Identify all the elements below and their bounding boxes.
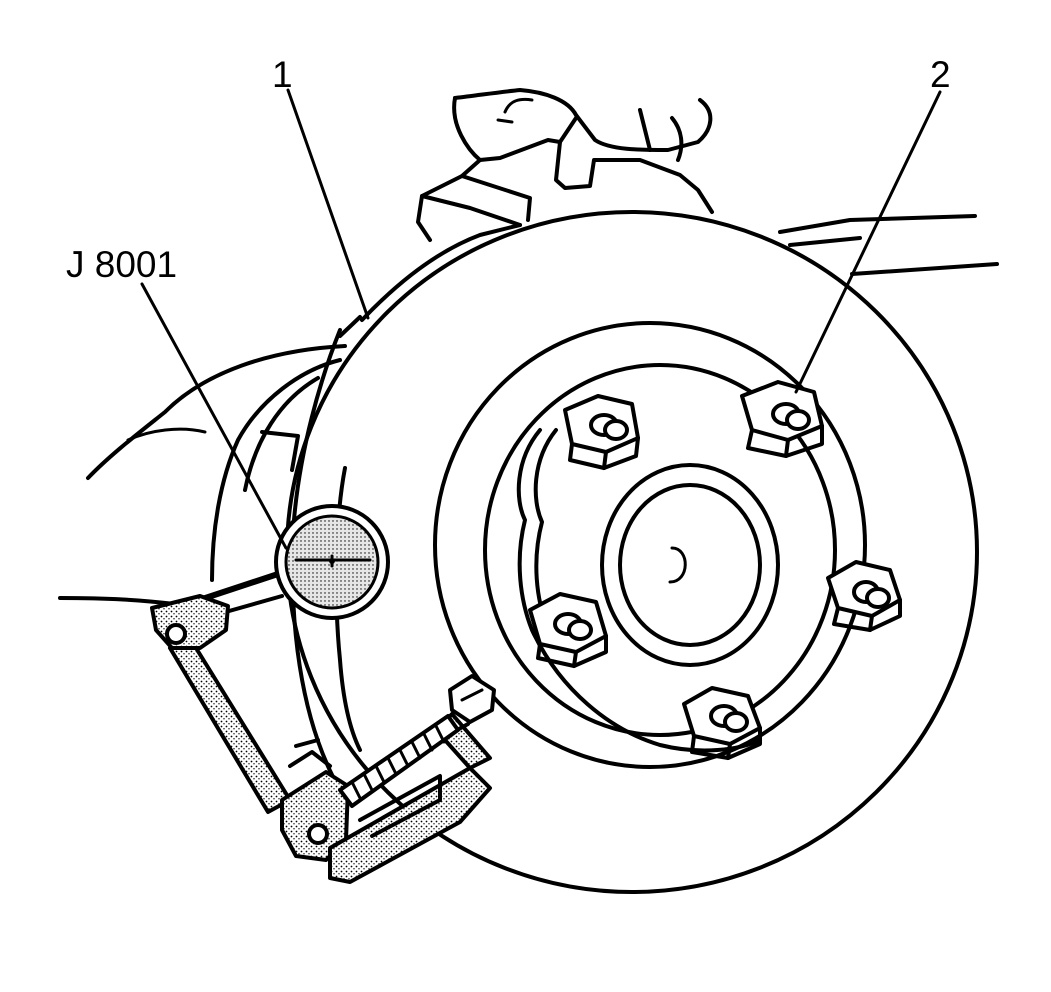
callout-label-dial-indicator: J 8001 <box>66 244 178 285</box>
lug-nut-bottom-left <box>528 592 608 668</box>
leader-line-2 <box>794 90 942 394</box>
wheel-hub <box>600 463 780 667</box>
indicator-clamp <box>150 594 496 884</box>
brake-rotor <box>285 210 979 894</box>
lug-nut-bottom <box>682 686 762 760</box>
caliper-bracket <box>416 88 714 242</box>
rotor-hat <box>433 321 867 769</box>
callout-label-rotor: 1 <box>272 54 293 95</box>
leader-line-1 <box>286 88 370 320</box>
leader-line-j8001 <box>140 282 288 550</box>
suspension-arm <box>778 214 999 276</box>
lug-nut-right <box>826 560 902 632</box>
dial-indicator <box>172 504 390 628</box>
leader-lines <box>140 88 942 550</box>
lug-nut-top-left <box>563 394 640 470</box>
callout-label-wheel-stud: 2 <box>930 54 951 95</box>
rotor-outer-edge <box>285 210 979 894</box>
lug-nut-top-right <box>740 380 824 458</box>
